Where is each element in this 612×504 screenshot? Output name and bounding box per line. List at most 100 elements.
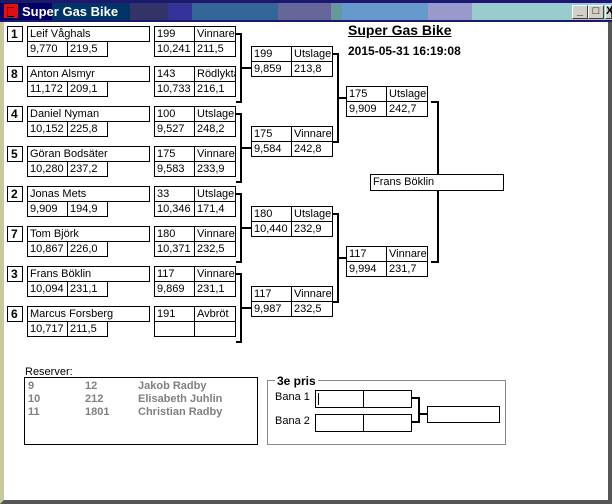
heat-time[interactable]: 9,859 <box>251 61 292 77</box>
heat-time[interactable]: 9,527 <box>154 121 195 137</box>
heat-number[interactable]: 117 <box>251 286 292 302</box>
heat-speed[interactable]: 213,8 <box>291 61 333 77</box>
heat-time[interactable]: 10,241 <box>154 41 195 57</box>
heat-number[interactable]: 117 <box>346 246 387 262</box>
heat-speed[interactable]: 231,7 <box>386 261 428 277</box>
bracket-connector <box>240 307 251 309</box>
heat-time[interactable]: 9,909 <box>346 101 387 117</box>
racer-speed[interactable]: 209,1 <box>67 81 108 97</box>
racer-speed[interactable]: 237,2 <box>67 161 108 177</box>
heat-number[interactable]: 175 <box>251 126 292 142</box>
heat-time[interactable]: 9,994 <box>346 261 387 277</box>
heat-speed[interactable]: 242,7 <box>386 101 428 117</box>
minimize-button[interactable]: _ <box>572 5 588 19</box>
racer-speed[interactable]: 194,9 <box>67 201 108 217</box>
heat-number[interactable]: 199 <box>251 46 292 62</box>
heat-time[interactable]: 10,440 <box>251 221 292 237</box>
lane2-num-input[interactable] <box>315 414 364 432</box>
title-bar[interactable]: Super Gas Bike _ □ X <box>0 0 612 22</box>
heat-speed[interactable]: 242,8 <box>291 141 333 157</box>
heat-status[interactable]: Utslagen <box>386 86 428 102</box>
racer-name[interactable]: Daniel Nyman <box>27 106 150 122</box>
heat-status[interactable]: Utslagen <box>194 186 236 202</box>
lane1-result-input[interactable] <box>363 390 412 408</box>
heat-time[interactable]: 10,346 <box>154 201 195 217</box>
heat-time[interactable]: 9,869 <box>154 281 195 297</box>
heat-speed[interactable]: 232,5 <box>194 241 236 257</box>
racer-speed[interactable]: 231,1 <box>67 281 108 297</box>
racer-time[interactable]: 9,909 <box>27 201 68 217</box>
heat-number[interactable]: 191 <box>154 306 195 322</box>
racer-speed[interactable]: 219,5 <box>67 41 108 57</box>
racer-time[interactable]: 10,094 <box>27 281 68 297</box>
heat-number[interactable]: 175 <box>154 146 195 162</box>
heat-time[interactable]: 9,584 <box>251 141 292 157</box>
racer-name[interactable]: Leif Våghals <box>27 26 150 42</box>
racer-time[interactable]: 10,280 <box>27 161 68 177</box>
heat-speed[interactable]: 248,2 <box>194 121 236 137</box>
heat-number[interactable]: 175 <box>346 86 387 102</box>
racer-time[interactable]: 10,867 <box>27 241 68 257</box>
heat-speed[interactable]: 231,1 <box>194 281 236 297</box>
heat-time[interactable]: 9,987 <box>251 301 292 317</box>
heat-number[interactable]: 199 <box>154 26 195 42</box>
heat-number[interactable]: 117 <box>154 266 195 282</box>
heat-speed[interactable] <box>194 321 236 337</box>
heat-time[interactable]: 9,583 <box>154 161 195 177</box>
heat-speed[interactable]: 171,4 <box>194 201 236 217</box>
heat-status[interactable]: Utslagen <box>194 106 236 122</box>
heat-status[interactable]: Utslagen <box>291 206 333 222</box>
heat-speed[interactable]: 216,1 <box>194 81 236 97</box>
heat-status[interactable]: Vinnare <box>194 146 236 162</box>
heat-status[interactable]: Vinnare <box>386 246 428 262</box>
heat-status[interactable]: Vinnare <box>291 126 333 142</box>
heat-number[interactable]: 180 <box>154 226 195 242</box>
heat-status[interactable]: Utslagen <box>291 46 333 62</box>
maximize-button[interactable]: □ <box>588 5 604 19</box>
heat-number[interactable]: 33 <box>154 186 195 202</box>
heat-number[interactable]: 180 <box>251 206 292 222</box>
heat-time[interactable]: 10,371 <box>154 241 195 257</box>
reserve-name: Jakob Radby <box>138 380 207 392</box>
bracket-connector <box>333 141 339 143</box>
heat-number[interactable]: 143 <box>154 66 195 82</box>
lane1-num-input[interactable] <box>315 390 364 408</box>
racer-time[interactable]: 10,152 <box>27 121 68 137</box>
winner-box[interactable]: Frans Böklin <box>370 174 504 191</box>
app-icon[interactable] <box>4 4 18 18</box>
racer-name[interactable]: Marcus Forsberg <box>27 306 150 322</box>
heat-number[interactable]: 100 <box>154 106 195 122</box>
heat-status[interactable]: Avbröt <box>194 306 236 322</box>
heat-speed[interactable]: 232,5 <box>291 301 333 317</box>
seed-number: 2 <box>7 186 23 202</box>
heat-time[interactable] <box>154 321 195 337</box>
heat-status[interactable]: Vinnare <box>194 26 236 42</box>
racer-name[interactable]: Tom Björk <box>27 226 150 242</box>
racer-name[interactable]: Jonas Mets <box>27 186 150 202</box>
heat-speed[interactable]: 233,9 <box>194 161 236 177</box>
heat-status[interactable]: Vinnare <box>194 266 236 282</box>
racer-time[interactable]: 9,770 <box>27 41 68 57</box>
heat-time[interactable]: 10,733 <box>154 81 195 97</box>
third-place-winner[interactable] <box>427 406 500 423</box>
racer-speed[interactable]: 225,8 <box>67 121 108 137</box>
racer-speed[interactable]: 211,5 <box>67 321 108 337</box>
connector <box>418 413 427 415</box>
heat-status[interactable]: Vinnare <box>194 226 236 242</box>
bracket-connector <box>236 33 242 35</box>
heat-status[interactable]: Vinnare <box>291 286 333 302</box>
heat-status[interactable]: Rödlykta <box>194 66 236 82</box>
lane2-result-input[interactable] <box>363 414 412 432</box>
heat-speed[interactable]: 211,5 <box>194 41 236 57</box>
racer-speed[interactable]: 226,0 <box>67 241 108 257</box>
seed-number: 7 <box>7 226 23 242</box>
racer-name[interactable]: Göran Bodsäter <box>27 146 150 162</box>
racer-time[interactable]: 11,172 <box>27 81 68 97</box>
heat-speed[interactable]: 232,9 <box>291 221 333 237</box>
racer-time[interactable]: 10,717 <box>27 321 68 337</box>
reserves-list[interactable]: 9 12 Jakob Radby 10 212 Elisabeth Juhlin… <box>24 377 258 445</box>
bracket-connector <box>337 257 346 259</box>
racer-name[interactable]: Anton Alsmyr <box>27 66 150 82</box>
racer-name[interactable]: Frans Böklin <box>27 266 150 282</box>
close-button[interactable]: X <box>605 5 612 19</box>
